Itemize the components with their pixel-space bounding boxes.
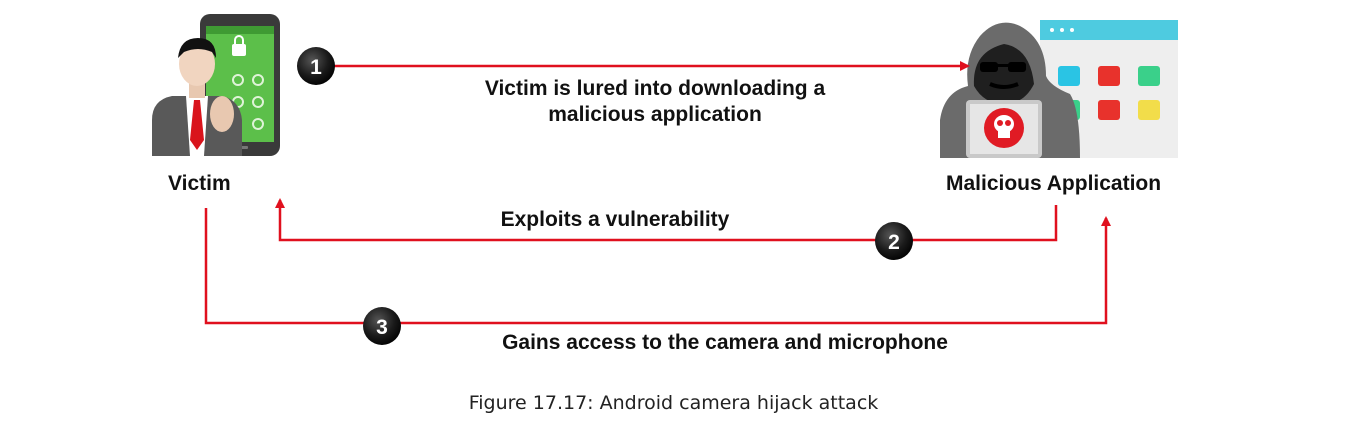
arrow-step-2	[275, 198, 1058, 242]
step-2-text: Exploits a vulnerability	[500, 208, 730, 231]
svg-text:2: 2	[888, 231, 900, 254]
step-1-text-line1: Victim is lured into downloading a	[484, 77, 826, 100]
victim-label: Victim	[168, 172, 231, 195]
malicious-application-label: Malicious Application	[946, 172, 1162, 195]
step-2-badge: 2	[875, 222, 913, 260]
app-window-icon	[1040, 20, 1178, 158]
step-1-badge: 1	[297, 47, 335, 85]
step-3-badge: 3	[363, 307, 401, 345]
svg-text:1: 1	[310, 56, 322, 79]
figure-caption: Figure 17.17: Android camera hijack atta…	[468, 392, 879, 414]
arrow-step-3	[204, 208, 1111, 325]
hooded-hacker-with-laptop-icon	[940, 22, 1080, 158]
step-1-text: Victim is lured into downloading a malic…	[420, 76, 890, 128]
step-3-text: Gains access to the camera and microphon…	[502, 331, 948, 354]
businessman-with-phone-icon	[152, 14, 280, 156]
svg-text:3: 3	[376, 316, 388, 339]
step-1-text-line2: malicious application	[548, 103, 762, 126]
